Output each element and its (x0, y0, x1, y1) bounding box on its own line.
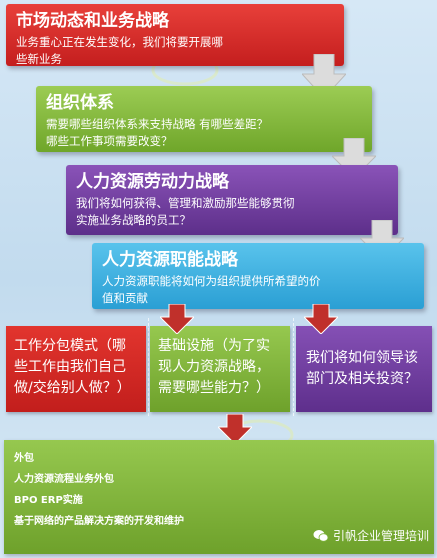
box-body-line: 业务重心正在发生变化，我们将要开展哪 (16, 35, 223, 49)
box-body: 人力资源职能将如何为组织提供所希望的价 值和贡献 (102, 273, 414, 307)
cell-line: 基础设施（为了实 (158, 338, 270, 354)
box-body: 需要哪些组织体系来支持战略 有哪些差距？ 哪些工作事项需要改变？ (46, 116, 362, 150)
infrastructure-cell: 基础设施（为了实 现人力资源战略， 需要哪些能力？） (150, 326, 290, 412)
box-body-line: 些新业务 (16, 52, 62, 66)
cell-line: 工作分包模式（哪 (14, 338, 126, 354)
hr-function-strategy-box: 人力资源职能战略 人力资源职能将如何为组织提供所希望的价 值和贡献 (92, 243, 424, 309)
list-item: BPO ERP实施 (14, 495, 83, 506)
box-title: 人力资源劳动力战略 (76, 172, 229, 192)
dashed-divider (293, 318, 294, 416)
organization-box: 组织体系 需要哪些组织体系来支持战略 有哪些差距？ 哪些工作事项需要改变？ (36, 86, 372, 152)
market-strategy-box: 市场动态和业务战略 业务重心正在发生变化，我们将要开展哪 些新业务 (6, 4, 344, 66)
chevron-down-arrow-icon (160, 304, 194, 334)
list-item: 人力资源流程业务外包 (14, 474, 114, 485)
watermark-text: 引帆企业管理培训 (332, 529, 429, 543)
box-body-line: 我们将如何获得、管理和激励那些能够贯彻 (76, 196, 295, 210)
watermark: 引帆企业管理培训 (313, 527, 429, 544)
cell-line: 些工作由我们自己 (14, 359, 126, 375)
chevron-down-arrow-icon (218, 414, 252, 444)
workforce-strategy-box: 人力资源劳动力战略 我们将如何获得、管理和激励那些能够贯彻 实施业务战略的员工？ (66, 165, 398, 235)
cell-line: 现人力资源战略， (158, 359, 270, 375)
box-title: 市场动态和业务战略 (16, 11, 169, 31)
box-title: 人力资源职能战略 (102, 250, 238, 270)
list-item: 外包 (14, 453, 34, 464)
box-body: 业务重心正在发生变化，我们将要开展哪 些新业务 (16, 34, 334, 68)
box-title: 组织体系 (46, 93, 114, 113)
cell-line: 做/交给别人做？） (14, 380, 131, 396)
outsourcing-model-cell: 工作分包模式（哪 些工作由我们自己 做/交给别人做？） (6, 326, 146, 412)
leadership-investment-cell: 我们将如何领导该 部门及相关投资？ (296, 326, 432, 412)
cell-line: 我们将如何领导该 (306, 350, 418, 366)
box-body: 我们将如何获得、管理和激励那些能够贯彻 实施业务战略的员工？ (76, 195, 388, 229)
list-item: 基于网络的产品解决方案的开发和维护 (14, 516, 184, 527)
box-body-line: 实施业务战略的员工？ (76, 213, 191, 227)
box-body-line: 需要哪些组织体系来支持战略 有哪些差距？ (46, 117, 269, 131)
box-body-line: 人力资源职能将如何为组织提供所希望的价 (102, 274, 321, 288)
box-body-line: 哪些工作事项需要改变？ (46, 134, 173, 148)
cell-line: 需要哪些能力？） (158, 380, 270, 396)
chevron-down-arrow-icon (304, 304, 338, 334)
implementation-list-box: 外包 人力资源流程业务外包 BPO ERP实施 基于网络的产品解决方案的开发和维… (4, 440, 434, 554)
box-body-line: 值和贡献 (102, 291, 148, 305)
cell-line: 部门及相关投资？ (306, 371, 418, 387)
dashed-divider (148, 318, 149, 416)
wechat-icon (313, 529, 329, 542)
